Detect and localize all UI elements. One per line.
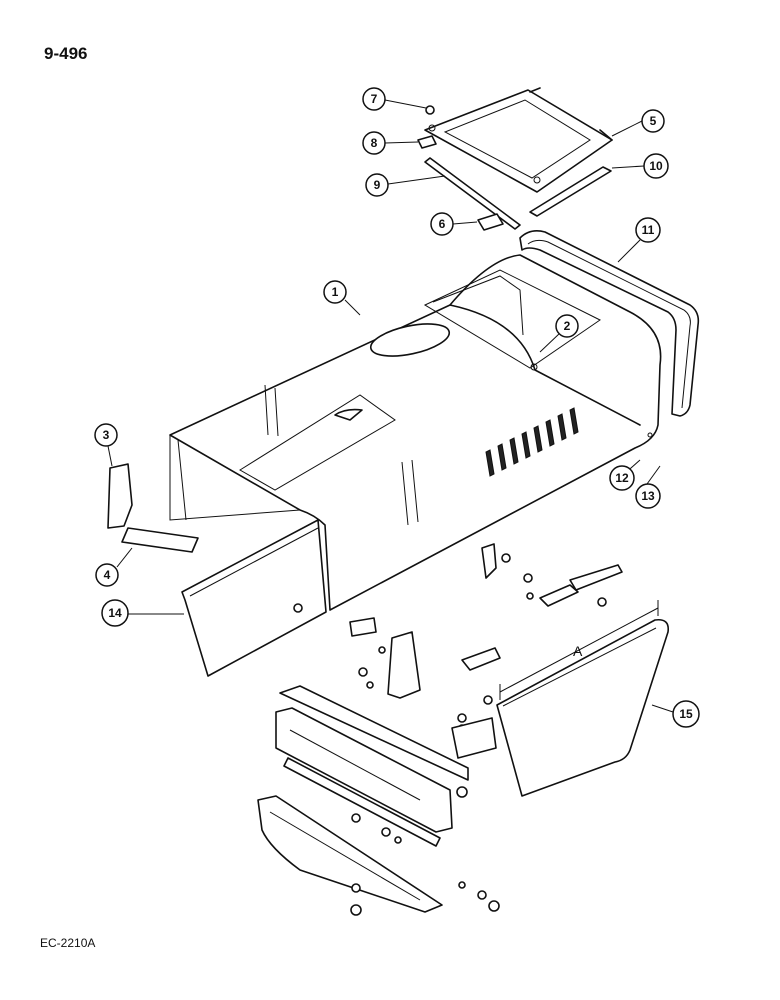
svg-text:4: 4 bbox=[104, 568, 111, 582]
figure-code: EC-2210A bbox=[40, 936, 96, 950]
panel-seal-left bbox=[424, 157, 521, 230]
callout-9: 9 bbox=[365, 173, 389, 197]
lower-support-rails bbox=[257, 685, 500, 916]
svg-text:12: 12 bbox=[615, 471, 629, 485]
callout-15: 15 bbox=[672, 700, 700, 728]
hood-pad-flat bbox=[121, 527, 199, 553]
svg-text:9: 9 bbox=[374, 178, 381, 192]
panel-seal-right bbox=[529, 166, 612, 217]
svg-text:5: 5 bbox=[650, 114, 657, 128]
page-number: 9-496 bbox=[44, 44, 88, 63]
callout-3: 3 bbox=[94, 423, 118, 447]
svg-text:7: 7 bbox=[371, 92, 378, 106]
callout-2: 2 bbox=[555, 314, 579, 338]
right-side-panel bbox=[496, 618, 670, 797]
callout-11: 11 bbox=[635, 217, 661, 243]
callout-4: 4 bbox=[95, 563, 119, 587]
hood-top-panel bbox=[424, 87, 613, 193]
svg-text:3: 3 bbox=[103, 428, 110, 442]
callout-13: 13 bbox=[635, 483, 661, 509]
hood-pad-upright bbox=[107, 463, 133, 529]
panel-wing-fastener bbox=[417, 135, 437, 149]
grille-surround-seal bbox=[519, 230, 700, 417]
svg-text:6: 6 bbox=[439, 217, 446, 231]
callout-5: 5 bbox=[641, 109, 665, 133]
svg-text:13: 13 bbox=[641, 489, 655, 503]
dimension-a-label: A bbox=[573, 643, 583, 659]
svg-text:2: 2 bbox=[564, 319, 571, 333]
svg-text:1: 1 bbox=[332, 285, 339, 299]
panel-screw bbox=[425, 105, 435, 115]
svg-text:11: 11 bbox=[642, 223, 655, 237]
mounting-hardware bbox=[349, 543, 623, 798]
left-side-panel bbox=[181, 519, 327, 677]
svg-text:14: 14 bbox=[108, 606, 122, 620]
callout-14: 14 bbox=[101, 599, 129, 627]
callout-6: 6 bbox=[430, 212, 454, 236]
callout-1: 1 bbox=[323, 280, 347, 304]
svg-text:10: 10 bbox=[649, 159, 663, 173]
callout-10: 10 bbox=[643, 153, 669, 179]
panel-decal bbox=[477, 213, 504, 231]
svg-text:15: 15 bbox=[679, 707, 693, 721]
callout-12: 12 bbox=[609, 465, 635, 491]
callout-leaders bbox=[107, 99, 674, 713]
hood-louvers bbox=[485, 407, 579, 477]
dimension-a: A bbox=[499, 600, 659, 700]
hood-body bbox=[169, 254, 662, 611]
callout-8: 8 bbox=[362, 131, 386, 155]
callout-7: 7 bbox=[362, 87, 386, 111]
svg-text:8: 8 bbox=[371, 136, 378, 150]
